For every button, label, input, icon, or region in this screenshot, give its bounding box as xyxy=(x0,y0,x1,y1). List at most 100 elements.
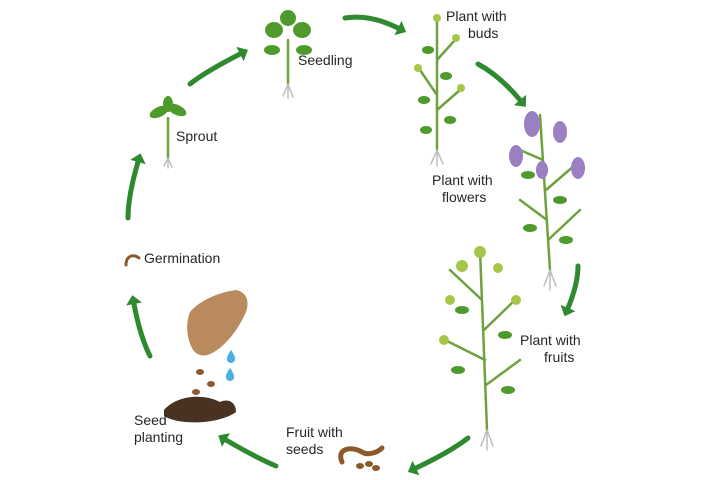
arrow-shaft xyxy=(475,61,523,103)
seed xyxy=(372,465,380,471)
bud xyxy=(457,84,465,92)
arrow-shaft xyxy=(342,14,401,31)
label-line: Plant with xyxy=(432,172,493,188)
seed xyxy=(365,461,373,467)
flower-cluster xyxy=(536,161,548,179)
buds-plant-leaf xyxy=(422,46,434,54)
seedling-leaf xyxy=(265,22,283,38)
stage-label-sprout: Sprout xyxy=(176,128,217,145)
sprout-leaf xyxy=(163,96,173,112)
arrow-shaft xyxy=(223,437,279,469)
buds-plant-leaf xyxy=(418,96,430,104)
label-line: planting xyxy=(134,429,184,445)
arrow-fruit-seeds-to-planting xyxy=(218,433,279,469)
falling-seed xyxy=(192,389,200,395)
fruits-plant-roots xyxy=(480,429,494,451)
buds-plant-roots xyxy=(430,149,444,167)
water-drop xyxy=(225,368,235,381)
fruits-plant-leaf xyxy=(455,306,469,314)
plant-with-buds-illustration xyxy=(414,14,465,167)
fruit-with-seeds-illustration xyxy=(338,445,385,471)
fruit-cluster xyxy=(511,295,521,305)
stage-label-germination: Germination xyxy=(144,250,220,267)
seedling-leaf xyxy=(264,45,280,55)
arrow-shaft xyxy=(565,263,581,311)
arrow-sprout-to-seedling xyxy=(187,46,249,87)
flower-cluster xyxy=(524,111,540,137)
stage-label-fruit-with-seeds: Fruit with seeds xyxy=(286,424,343,458)
arrow-shaft xyxy=(413,435,471,471)
hand xyxy=(187,290,248,356)
stage-label-seedling: Seedling xyxy=(298,52,353,69)
seedling-leaf xyxy=(296,45,312,55)
sprout-roots xyxy=(163,157,173,169)
sprout-leaf xyxy=(149,105,169,119)
flowers-plant-roots xyxy=(543,269,557,291)
flower-cluster xyxy=(571,157,585,179)
label-line: Fruit with xyxy=(286,424,343,440)
soil-mound xyxy=(164,396,236,423)
seedling-leaf xyxy=(293,22,311,38)
label-line: seeds xyxy=(286,441,324,457)
label-line: buds xyxy=(468,25,499,41)
arrow-fruits-to-fruit-seeds xyxy=(407,435,471,476)
label-line: Seed xyxy=(134,412,167,428)
flowers-plant-leaf xyxy=(523,224,537,232)
seedling-roots xyxy=(282,83,294,99)
buds-plant-leaf xyxy=(444,116,456,124)
buds-plant-leaf xyxy=(440,72,452,80)
seed-pod xyxy=(338,445,385,465)
arrow-shaft xyxy=(125,159,141,221)
seed xyxy=(356,463,364,469)
fruits-plant-leaf xyxy=(501,386,515,394)
arrow-head xyxy=(218,433,231,447)
flowers-plant-stems xyxy=(518,113,582,272)
buds-plant-stems xyxy=(418,18,462,152)
fruits-plant-leaf xyxy=(498,331,512,339)
flower-cluster xyxy=(553,121,567,143)
flowers-plant-leaf xyxy=(559,236,573,244)
label-line: Sprout xyxy=(176,128,218,144)
plant-with-fruits-illustration xyxy=(439,246,522,451)
arrow-head xyxy=(126,295,142,306)
arrow-head xyxy=(513,94,527,107)
arrow-head xyxy=(407,460,420,476)
fruit-cluster xyxy=(456,260,468,272)
arrow-head xyxy=(394,20,407,36)
arrow-germination-to-sprout xyxy=(125,153,146,221)
label-line: Seedling xyxy=(298,52,353,68)
fruit-cluster xyxy=(493,263,503,273)
label-line: Plant with xyxy=(520,332,581,348)
stage-label-plant-with-flowers: Plant with flowers xyxy=(432,172,493,206)
falling-seed xyxy=(196,369,204,375)
seedling-illustration xyxy=(264,10,312,99)
label-line: Plant with xyxy=(446,8,507,24)
buds-plant-leaf xyxy=(420,126,432,134)
fruit-cluster xyxy=(445,295,455,305)
arrow-shaft xyxy=(131,301,153,359)
label-line: fruits xyxy=(544,349,575,365)
flowers-plant-leaf xyxy=(553,196,567,204)
arrow-head xyxy=(236,46,249,62)
stage-label-seed-planting: Seed planting xyxy=(134,412,183,446)
germination-illustration xyxy=(124,254,141,267)
seed-planting-illustration xyxy=(164,290,248,423)
flowers-plant-leaf xyxy=(521,171,535,179)
fruit-cluster xyxy=(439,335,449,345)
fruits-plant-stems xyxy=(443,248,522,432)
sprout-illustration xyxy=(149,96,187,169)
bud xyxy=(414,64,422,72)
falling-seed xyxy=(207,381,215,387)
arrow-head xyxy=(130,153,146,165)
label-line: Germination xyxy=(144,250,221,266)
fruits-plant-leaf xyxy=(451,366,465,374)
flower-cluster xyxy=(509,145,523,167)
arrow-head xyxy=(560,304,576,317)
bud xyxy=(433,14,441,22)
water-drop xyxy=(226,350,236,363)
arrow-buds-to-flowers xyxy=(475,61,527,107)
bud xyxy=(452,34,460,42)
plant-with-flowers-illustration xyxy=(509,111,585,291)
